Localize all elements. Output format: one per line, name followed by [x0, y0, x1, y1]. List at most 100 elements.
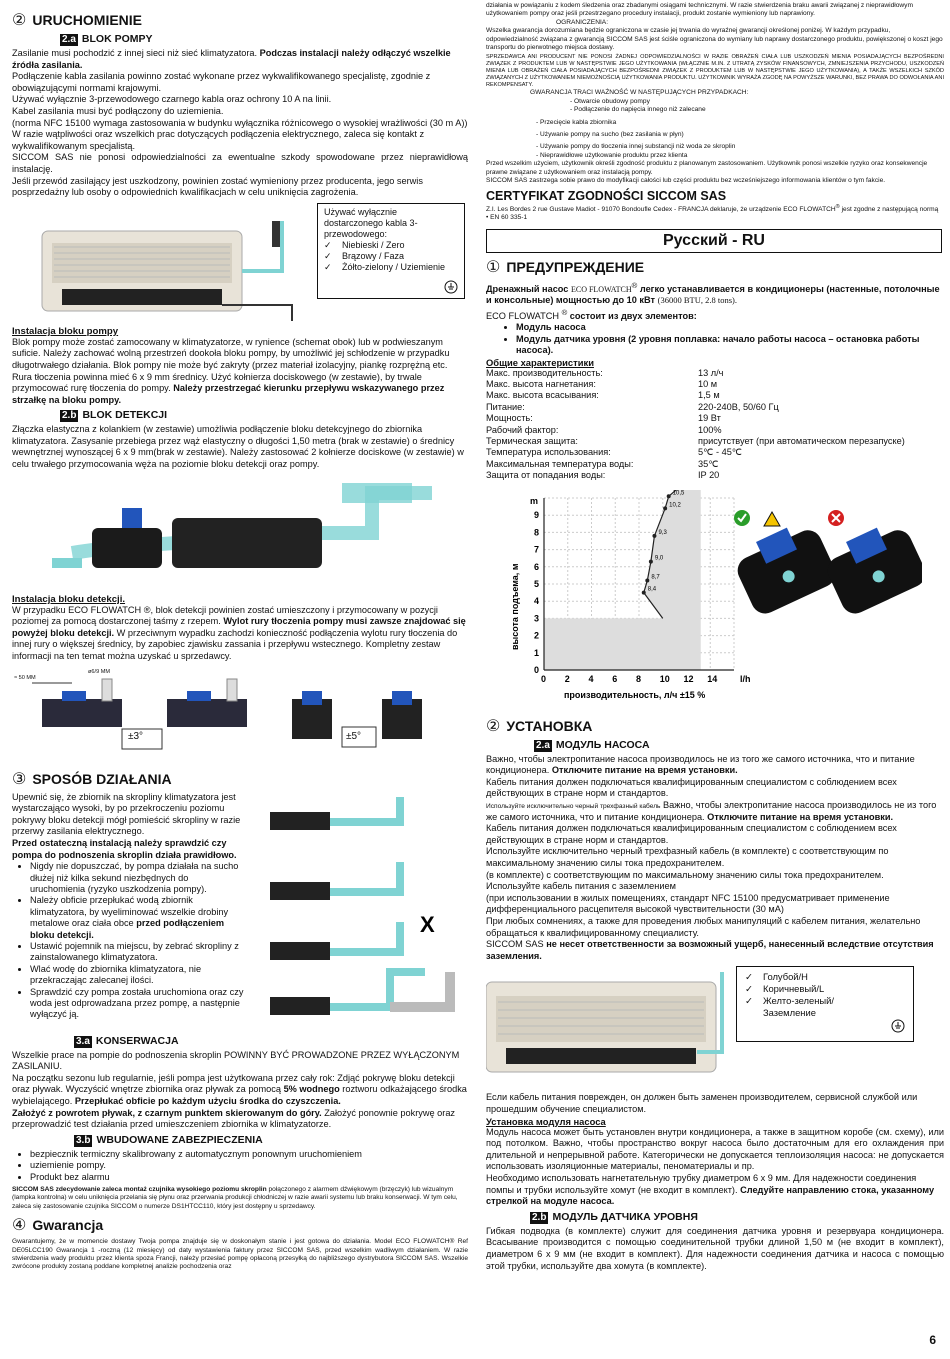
cable-item-earth: ✓Желто-зеленый/Заземление: [745, 994, 834, 1018]
list-item: Wlać wodę do zbiornika klimatyzatora, ni…: [30, 964, 244, 987]
spec-row: Макс. высота всасывания:1,5 м: [486, 390, 720, 401]
y-tick-label: 8: [534, 527, 539, 537]
ac-unit-illustration: [41, 220, 293, 321]
cable-box: Używać wyłącznie dostarczonego kabla 3-p…: [317, 202, 465, 299]
spec-row: Температура использования:5℃ - 45℃: [486, 447, 743, 458]
performance-chart: 8,48,79,09,310,210,513,20246810121401234…: [510, 489, 751, 700]
paragraph: W razie wątpliwości oraz wszelkich prac …: [12, 129, 425, 151]
x-tick-label: 4: [589, 674, 594, 684]
level-tolerance-illustration: [32, 678, 422, 750]
certificate-title: CERTYFIKAT ZGODNOŚCI SICCOM SAS: [486, 188, 727, 203]
cable-item-phase: ✓Коричневый/L: [745, 983, 825, 995]
spec-row: Защита от попадания воды:IP 20: [486, 470, 720, 481]
x-unit-label: l/h: [740, 674, 751, 684]
y-tick-label: 4: [534, 596, 539, 606]
paragraph: Используйте исключительно черный трехфаз…: [486, 800, 937, 822]
void-item: - Podłączenie do napięcia innego niż zal…: [570, 106, 706, 114]
certificate-standard: • EN 60 335-1: [486, 214, 528, 222]
paragraph: Используйте исключительно черный трехфаз…: [486, 846, 889, 869]
section-title: SPOSÓB DZIAŁANIA: [32, 770, 172, 787]
check-icon: ✓: [745, 994, 753, 1006]
y-unit-label: m: [530, 496, 538, 506]
point-label: 9,3: [658, 530, 667, 536]
point-label: 10,5: [673, 490, 685, 496]
data-point: [652, 533, 657, 538]
russian-section-banner: Русский - RU: [486, 228, 942, 253]
ru-ac-pipe-illustration: [697, 972, 724, 1055]
paragraph: Upewnić się, że zbiornik na skropliny kl…: [12, 791, 241, 837]
warning-icon: [763, 510, 781, 527]
paragraph: При любых сомнениях, а также для проведе…: [486, 916, 921, 938]
data-point: [663, 506, 668, 511]
point-label: 9,0: [655, 555, 664, 561]
list-item: Модуль датчика уровня (2 уровня поплавка…: [516, 334, 944, 357]
certificate-text: Z.I. Les Bordes 2 rue Gustave Madiot - 9…: [486, 203, 939, 213]
paragraph: Złączka elastyczna z kolankiem (w zestaw…: [12, 424, 464, 470]
y-tick-label: 3: [534, 613, 539, 623]
list-item: Модуль насоса: [516, 322, 944, 333]
subsection-number: 2.a: [534, 739, 552, 752]
y-tick-label: 6: [534, 561, 539, 571]
ru-ac-figure: ✓Голубой/Н ✓Коричневый/L ✓Желто-зеленый/…: [486, 966, 944, 1086]
data-point: [645, 578, 650, 583]
subsection-title: WBUDOWANE ZABEZPIECZENIA: [96, 1133, 263, 1146]
paragraph: Дренажный насос ECO FLOWATCH® легко уста…: [486, 280, 940, 306]
list-item: uziemienie pompy.: [30, 1160, 468, 1171]
page-number: 6: [929, 1333, 936, 1347]
x-tick-label: 14: [707, 674, 717, 684]
angle-label-1: ±3°: [128, 730, 144, 742]
y-tick-label: 7: [534, 544, 539, 554]
performance-curve: [643, 489, 677, 619]
point-label: 8,4: [648, 586, 657, 592]
list-item: Produkt bez alarmu: [30, 1172, 468, 1183]
paragraph: Кабель питания должен подключаться квали…: [486, 823, 897, 845]
limits-title: OGRANICZENIA:: [556, 18, 609, 26]
paragraph: Модуль насоса может быть установлен внут…: [486, 1126, 944, 1172]
paragraph: (в комплекте) с соответствующим по макси…: [486, 869, 884, 880]
point-label: 8,7: [651, 574, 660, 580]
void-item: - Nieprawidłowe użytkowanie produktu prz…: [536, 151, 688, 159]
paragraph: Przed wszelkim użyciem, użytkownik okreś…: [486, 160, 928, 176]
subsection-number: 3.a: [74, 1035, 92, 1048]
diameter-label: ø6/9 MM: [88, 668, 111, 675]
operation-block: Upewnić się, że zbiornik na skropliny kl…: [12, 792, 468, 1032]
paragraph: Гибкая подводка (в комплекте) служит для…: [486, 1225, 944, 1271]
list-item: Ustawić pojemnik na miejscu, by zebrać s…: [30, 941, 244, 964]
check-icon: ✓: [324, 250, 332, 261]
paragraph: Używać wyłącznie 3-przewodowego czarnego…: [12, 94, 332, 105]
pump-install-heading: Instalacja bloku pompy: [12, 325, 119, 337]
cable-box-title: Używać wyłącznie dostarczonego kabla 3-p…: [324, 206, 418, 239]
y-tick-label: 9: [534, 510, 539, 520]
list-item: Sprawdzić czy pompa została uruchomiona …: [30, 987, 244, 1021]
chart-and-floats: 8,48,79,09,310,210,513,20246810121401234…: [486, 489, 944, 712]
data-point: [666, 493, 671, 498]
specs-title: Общие характеристики: [486, 356, 594, 368]
subsection-title: KONSERWACJA: [95, 1034, 179, 1047]
x-tick-label: 2: [565, 674, 570, 684]
check-icon: ✓: [745, 971, 753, 983]
paragraph: Podłączenie kabla zasilania powinno zost…: [12, 71, 431, 93]
void-item: - Przecięcie kabla zbiornika: [536, 118, 617, 126]
y-tick-label: 5: [534, 579, 539, 589]
detection-install-heading: Instalacja bloku detekcji.: [12, 593, 126, 605]
void-item: - Używanie pompy na sucho (bez zasilania…: [536, 131, 684, 139]
subsection-title: BLOK DETEKCJI: [82, 409, 168, 422]
x-tick-label: 0: [541, 674, 546, 684]
pump-install-heading-ru: Установка модуля насоса: [486, 1115, 606, 1127]
spec-row: Мощность:19 Вт: [486, 413, 721, 424]
void-item: - Otwarcie obudowy pompy: [570, 97, 650, 105]
safety-list: bezpiecznik termiczny skalibrowany z aut…: [12, 1149, 468, 1183]
paragraph: ECO FLOWATCH ® состоит из двух элементов…: [486, 307, 697, 321]
section-operation-heading: ③ SPOSÓB DZIAŁANIA: [12, 769, 468, 789]
check-icon: ✓: [745, 983, 753, 995]
liability-caps: SPRZEDAWCA ANI PRODUCENT NIE PONOSI ŻADN…: [486, 54, 944, 89]
section-number: ①: [486, 258, 501, 276]
section-title: ПРЕДУПРЕЖДЕНИЕ: [506, 258, 645, 275]
ac-unit-figure: Używać wyłącznie dostarczonego kabla 3-p…: [12, 202, 468, 323]
paragraph: (при использовании в жилых помещениях, с…: [486, 892, 890, 915]
spec-row: Макс. производительность:13 л/ч: [486, 367, 724, 378]
